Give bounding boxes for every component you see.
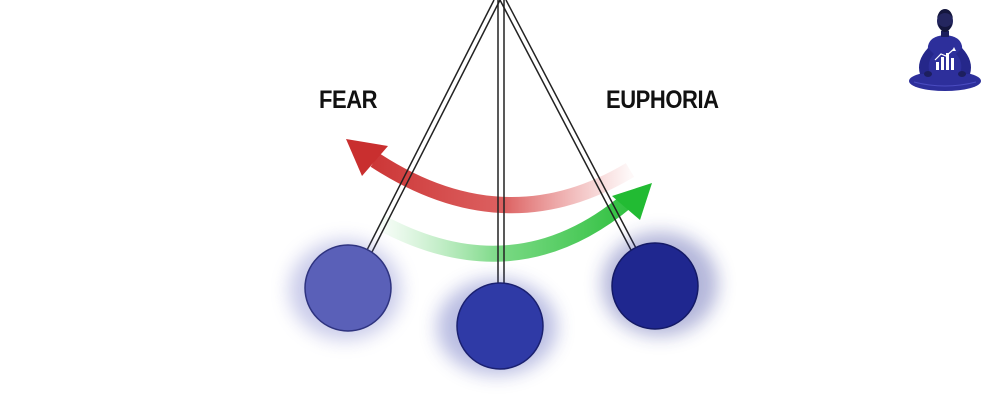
pendulum-ball-right (602, 232, 718, 336)
fear-label: FEAR (319, 86, 378, 114)
pendulum-ball-center (437, 279, 557, 375)
meditating-person-with-chart-icon (909, 9, 981, 91)
euphoria-arrow (376, 183, 652, 262)
fear-arrow (346, 139, 635, 214)
pendulum-strings (365, 0, 638, 287)
pendulum-ball-left (289, 240, 401, 340)
euphoria-label: EUPHORIA (606, 86, 719, 114)
